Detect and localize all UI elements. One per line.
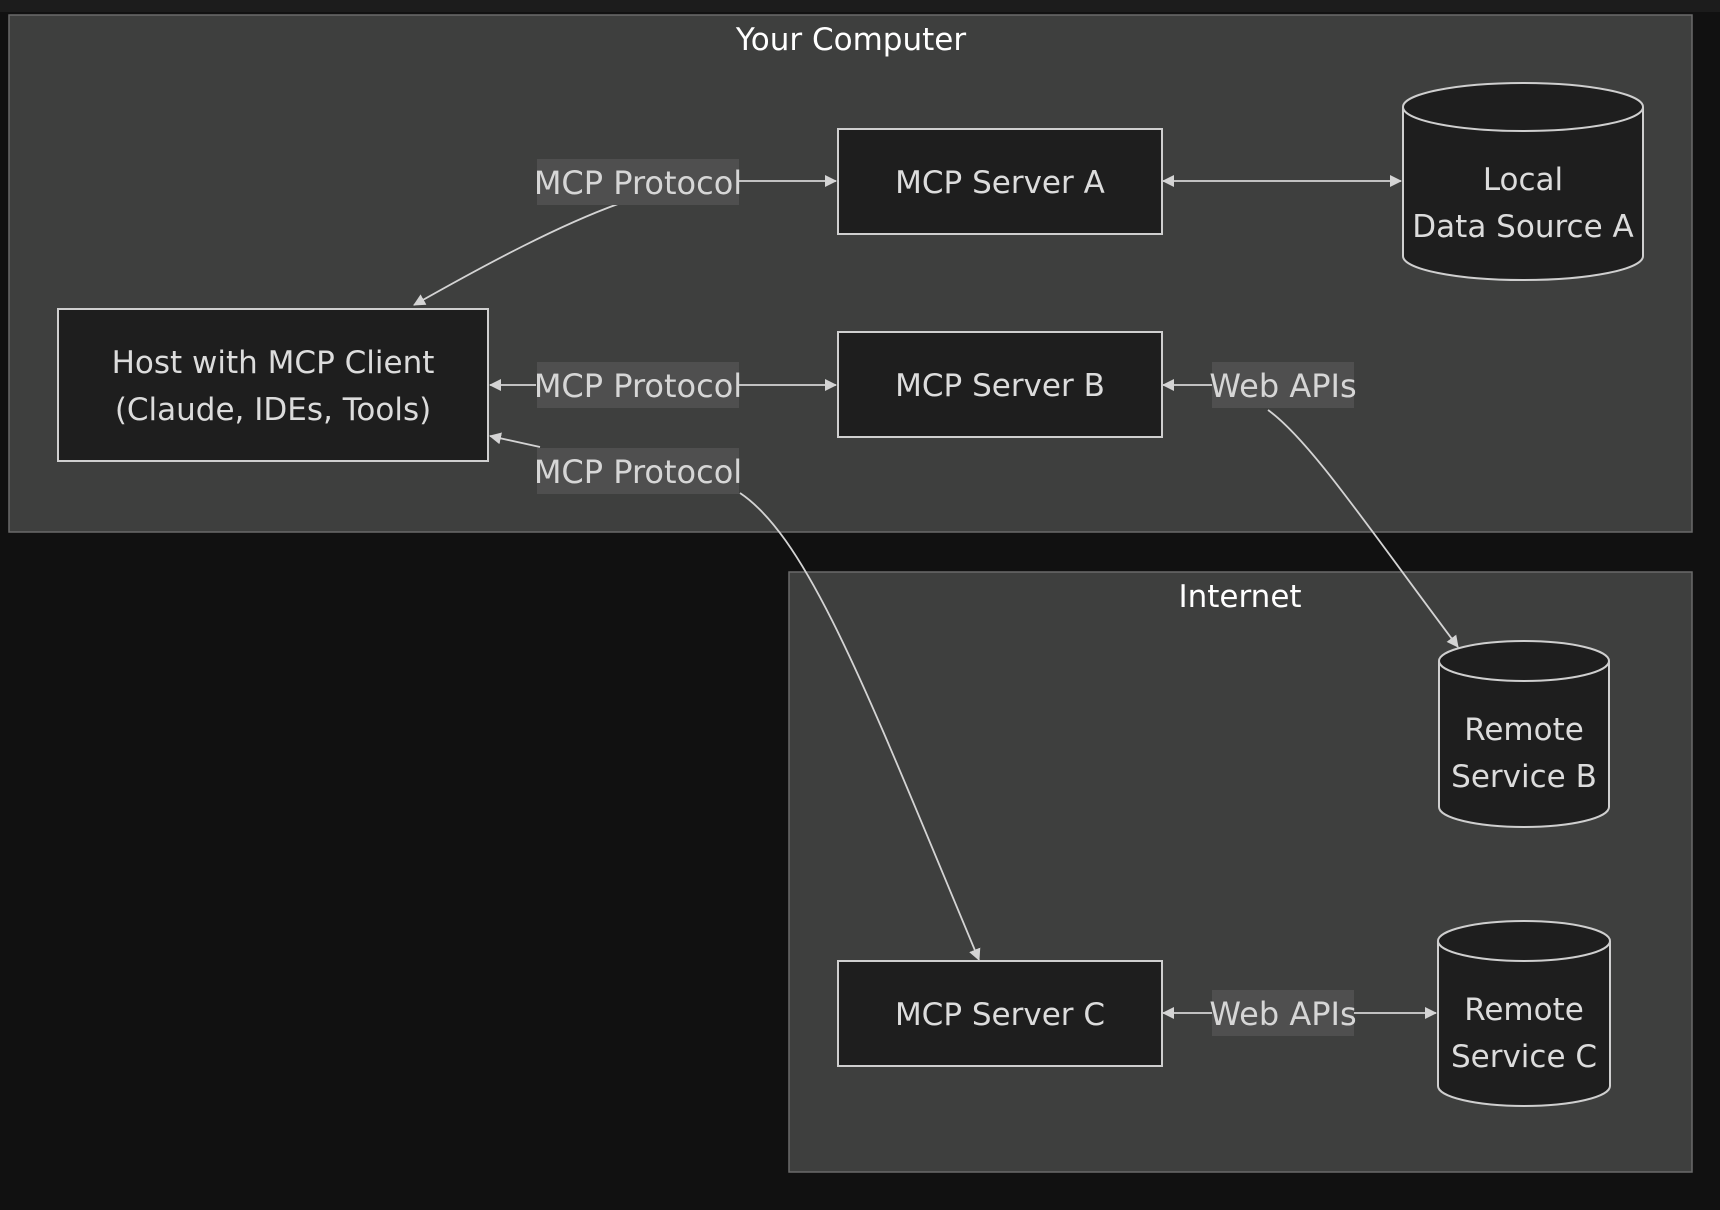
node-host-line1: Host with MCP Client	[112, 345, 435, 381]
node-local-data-line1: Local	[1483, 162, 1563, 198]
node-remote-service-c: Remote Service C	[1437, 920, 1611, 1107]
edge-label-text: MCP Protocol	[534, 453, 742, 491]
node-server-a-label: MCP Server A	[895, 165, 1105, 201]
edge-protocol-to-server-c	[739, 492, 981, 961]
node-server-b: MCP Server B	[837, 331, 1163, 438]
edge-label-text: Web APIs	[1209, 367, 1356, 405]
node-host: Host with MCP Client (Claude, IDEs, Tool…	[57, 308, 489, 462]
edge-webapis-to-remote-b	[1267, 409, 1459, 648]
node-remote-b-line1: Remote	[1464, 712, 1584, 748]
edge-label-bg	[537, 362, 739, 408]
cylinder-body	[1438, 640, 1610, 828]
node-host-box	[57, 308, 489, 462]
cylinder-body	[1437, 920, 1611, 1107]
node-server-c-box	[837, 960, 1163, 1067]
edge-label-server-b-remote-b: Web APIs	[1209, 362, 1357, 408]
edge-label-host-server-c: MCP Protocol	[534, 448, 742, 494]
edge-protocol-to-host-bottom	[489, 432, 541, 448]
cylinder-body	[1402, 82, 1644, 281]
node-local-data-line2: Data Source A	[1412, 209, 1633, 245]
edge-label-text: Web APIs	[1209, 995, 1356, 1033]
edge-label-bg	[1212, 990, 1354, 1036]
edge-label-text: MCP Protocol	[534, 367, 742, 405]
node-local-data-source-a: Local Data Source A	[1402, 82, 1644, 281]
edge-label-host-server-b: MCP Protocol	[534, 362, 742, 408]
edges	[413, 175, 1459, 1019]
edge-label-bg	[1212, 362, 1354, 408]
node-server-c-label: MCP Server C	[895, 997, 1105, 1033]
node-server-b-label: MCP Server B	[895, 368, 1105, 404]
node-server-a-box	[837, 128, 1163, 235]
edge-label-text: MCP Protocol	[534, 164, 742, 202]
cylinder-rim	[1402, 106, 1644, 132]
edge-label-bg	[537, 448, 739, 494]
cluster-internet-title: Internet	[1178, 579, 1301, 615]
edge-label-server-c-remote-c: Web APIs	[1209, 990, 1357, 1036]
node-remote-b-line2: Service B	[1451, 759, 1597, 795]
edge-protocol-to-host-top	[413, 203, 619, 306]
edge-label-host-server-a: MCP Protocol	[534, 159, 742, 205]
cylinder-rim	[1438, 660, 1610, 682]
node-remote-c-line2: Service C	[1451, 1039, 1597, 1075]
cluster-your-computer-title: Your Computer	[735, 22, 966, 58]
edge-label-bg	[537, 159, 739, 205]
edge-labels: MCP Protocol MCP Protocol MCP Protocol W…	[534, 159, 1357, 1036]
node-server-a: MCP Server A	[837, 128, 1163, 235]
top-strip	[0, 0, 1720, 12]
node-host-line2: (Claude, IDEs, Tools)	[115, 392, 431, 428]
node-remote-service-b: Remote Service B	[1438, 640, 1610, 828]
node-server-c: MCP Server C	[837, 960, 1163, 1067]
node-remote-c-line1: Remote	[1464, 992, 1584, 1028]
cylinder-rim	[1437, 940, 1611, 962]
node-server-b-box	[837, 331, 1163, 438]
